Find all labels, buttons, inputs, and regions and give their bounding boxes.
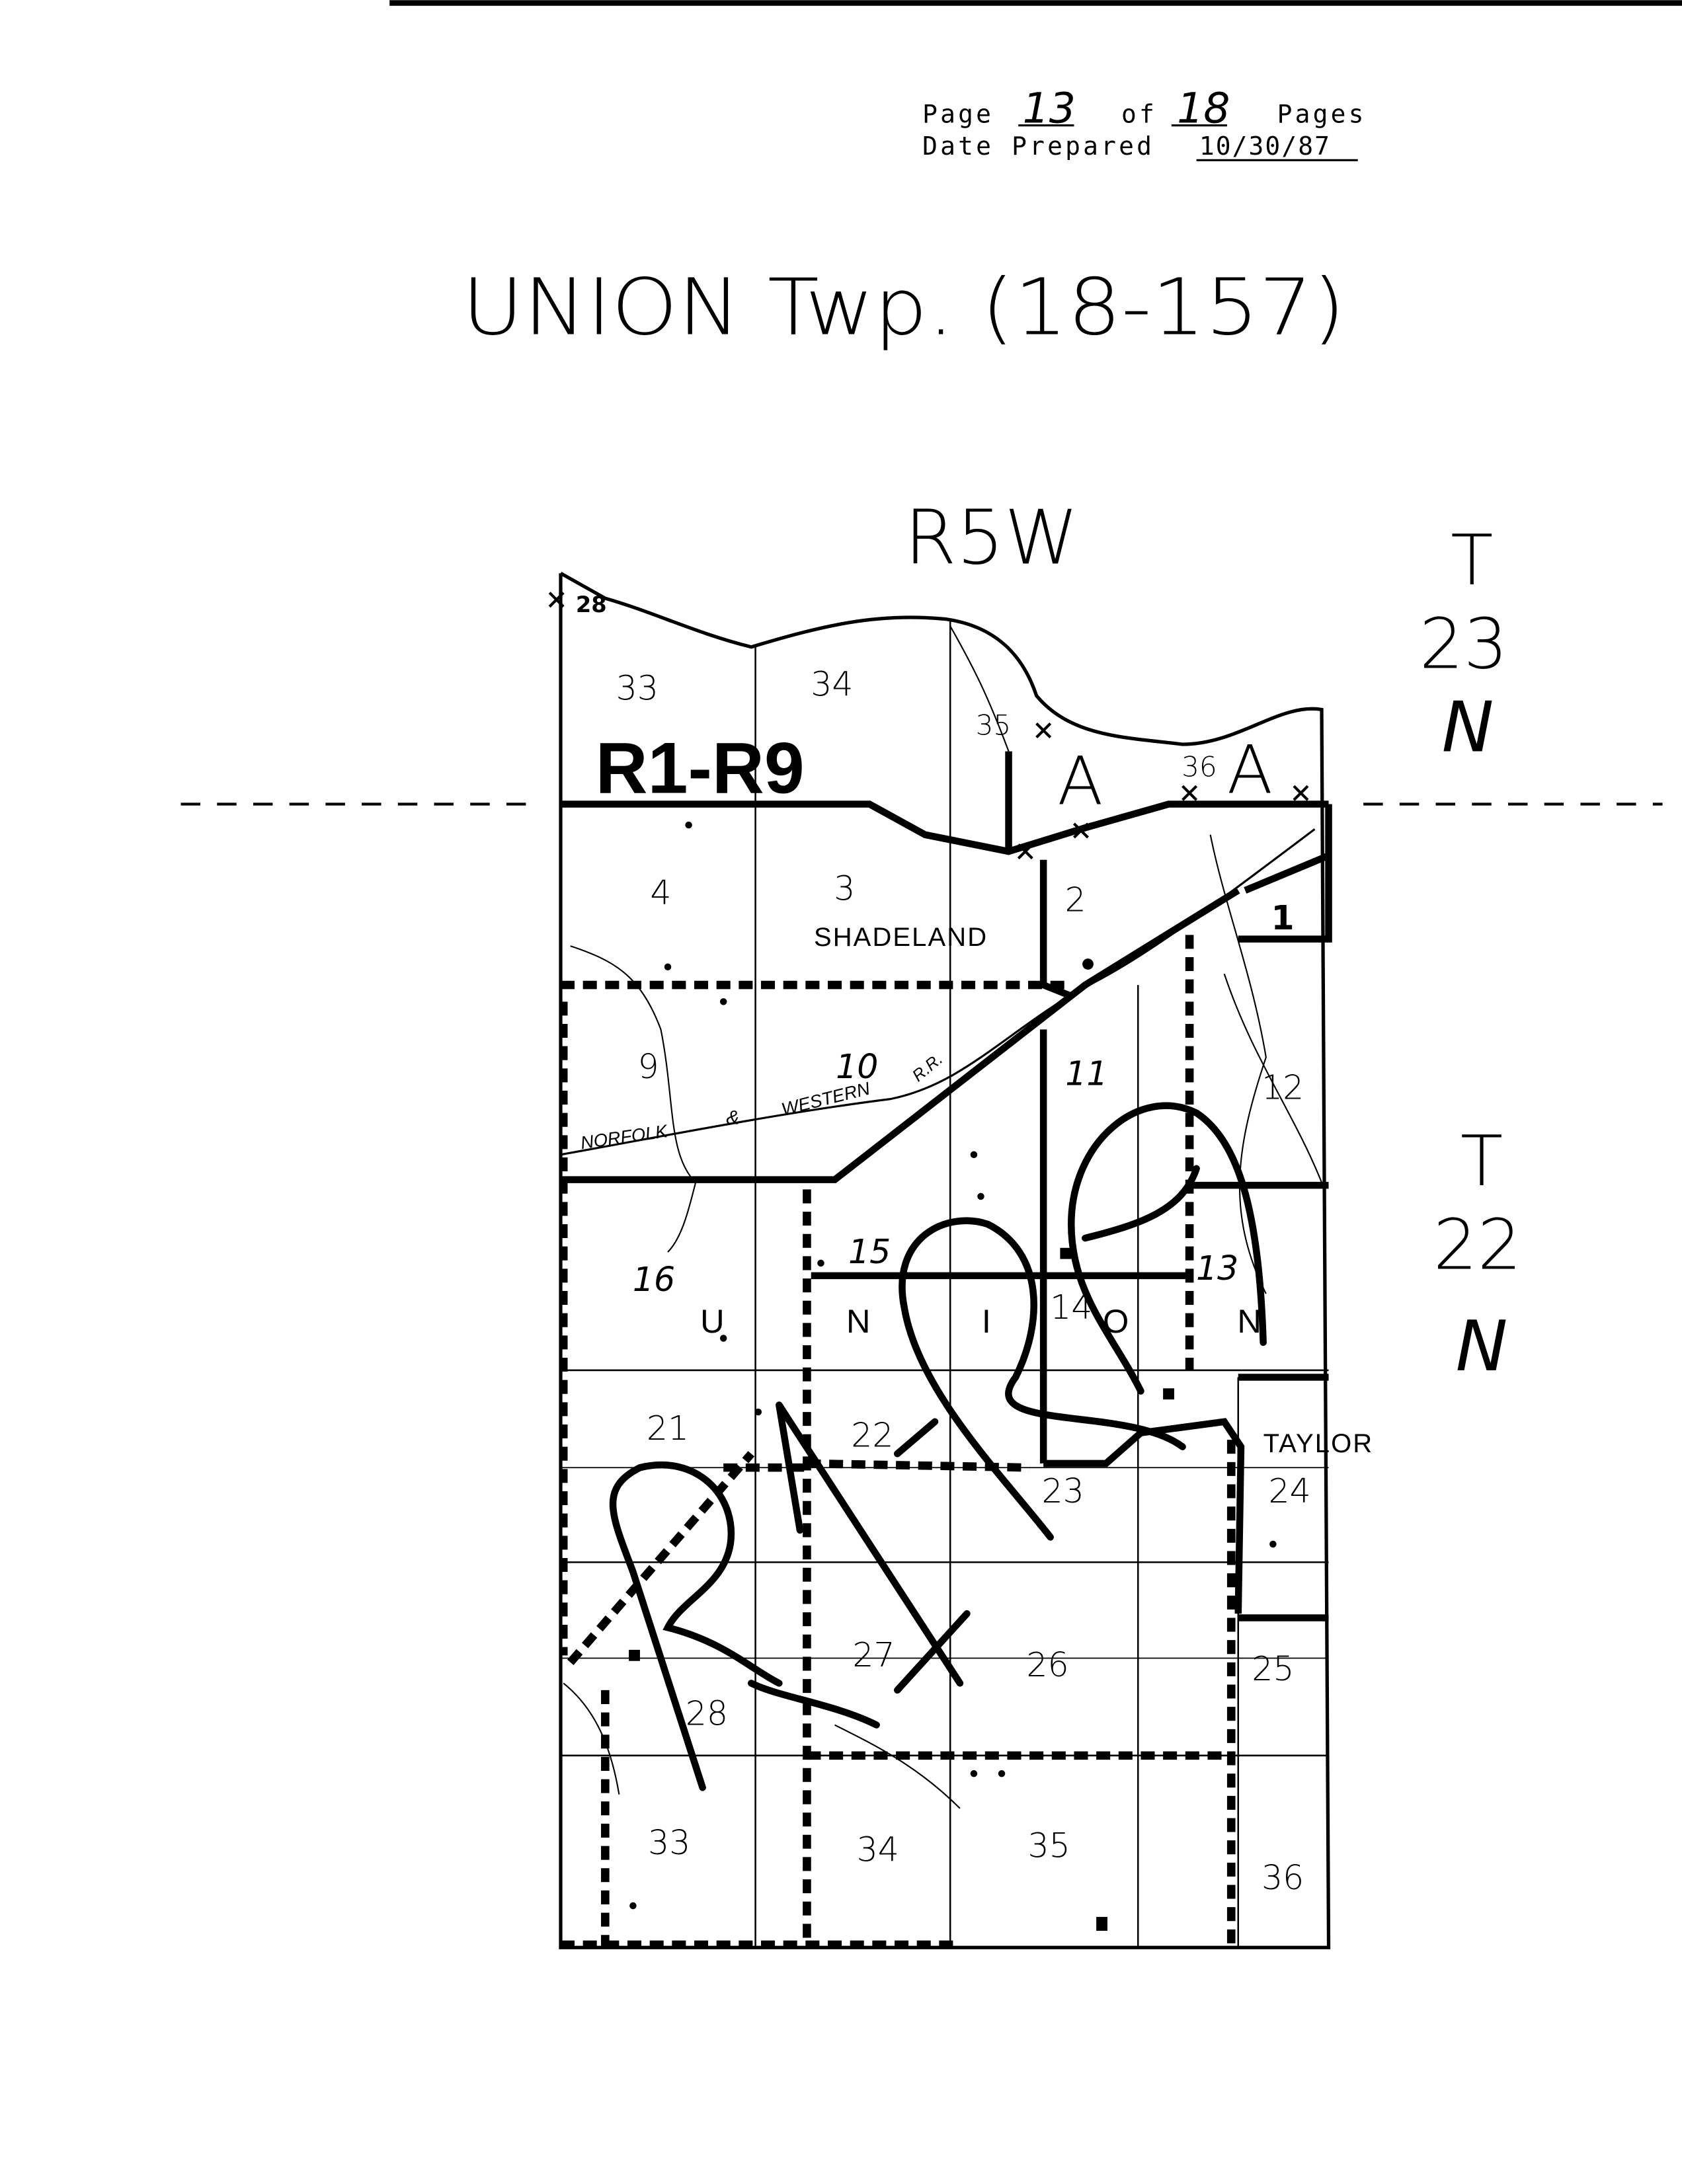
route-label: R1-R9 (596, 728, 805, 809)
svg-text:N: N (1456, 1306, 1508, 1387)
section-number: 33 (648, 1823, 690, 1862)
svg-text:N: N (1442, 687, 1494, 768)
section-number: 21 (647, 1409, 689, 1448)
section-number: 35 (976, 709, 1012, 741)
svg-text:N: N (846, 1302, 870, 1340)
section-number: 13 (1196, 1249, 1238, 1288)
section-number: 3 (834, 869, 855, 908)
shadeland-label: SHADELAND (814, 923, 988, 952)
pages-label: Pages (1277, 99, 1367, 128)
township-map (548, 571, 1332, 1949)
section-number: 12 (1262, 1068, 1304, 1107)
date-label: Date Prepared (922, 132, 1154, 161)
svg-text:I: I (982, 1302, 991, 1340)
map-boundary (559, 571, 1331, 1949)
section-number: 4 (650, 873, 671, 912)
section-number: 23 (1041, 1471, 1084, 1510)
section-number: 2 (1064, 880, 1086, 919)
date-value: 10/30/87 (1199, 132, 1331, 161)
svg-text:23: 23 (1420, 603, 1508, 684)
section-number: 33 (616, 669, 659, 708)
streams (563, 625, 1322, 1809)
svg-text:T: T (1451, 520, 1493, 601)
section-number: 16 (633, 1260, 675, 1299)
area-a-label: A (1057, 742, 1103, 820)
svg-text:22: 22 (1433, 1204, 1522, 1285)
section-number: 36 (1181, 750, 1217, 783)
section-number: 25 (1252, 1649, 1294, 1688)
area-a-label: A (1227, 731, 1273, 809)
section-numbers: 28 33 34 35 36 1 2 3 4 9 10 11 12 13 14 … (576, 592, 1311, 1897)
section-number: 11 (1065, 1054, 1107, 1093)
svg-text:N: N (1237, 1302, 1261, 1340)
section-number: 34 (857, 1830, 899, 1869)
building-markers (629, 821, 1277, 1931)
section-number: 28 (576, 592, 607, 617)
of-label: of (1121, 99, 1157, 128)
section-number: 24 (1268, 1471, 1310, 1510)
section-number: 22 (851, 1416, 893, 1455)
section-number: 10 (836, 1047, 878, 1086)
svg-text:O: O (1103, 1302, 1129, 1340)
township-title: UNION Twp. (18-157) (462, 262, 1345, 352)
railroad-and-label: & (726, 1107, 739, 1129)
range-label: R5W (904, 494, 1079, 582)
section-number: 26 (1026, 1645, 1068, 1684)
roads-solid (561, 751, 1332, 1621)
section-number: 34 (811, 664, 853, 703)
railroad (560, 828, 1316, 1156)
section-number: 9 (637, 1047, 659, 1086)
section-number: 15 (848, 1232, 891, 1271)
township-name-letters: U N I O N (700, 1302, 1262, 1340)
township-23n-label: T 23 N (1420, 520, 1508, 768)
section-number: 27 (852, 1635, 895, 1674)
handwritten-markings (609, 1102, 1267, 1791)
svg-text:U: U (700, 1302, 724, 1340)
section-number: 35 (1027, 1826, 1070, 1865)
section-number: 1 (1271, 898, 1295, 937)
page-label: Page (922, 99, 994, 128)
railroad-rr-label: R.R. (909, 1050, 947, 1085)
railroad-norfolk-label: NORFOLK (579, 1120, 670, 1153)
map-annotations: R1-R9 A A (596, 728, 1273, 820)
page-header: Page 13 of 18 Pages Date Prepared 10/30/… (922, 83, 1367, 161)
svg-text:T: T (1461, 1120, 1503, 1202)
section-number: 14 (1050, 1288, 1092, 1327)
taylor-label: TAYLOR (1263, 1429, 1374, 1458)
township-22n-label: T 22 N (1433, 1120, 1522, 1387)
x-marks (548, 592, 1309, 860)
section-number: 28 (686, 1694, 728, 1733)
section-number: 36 (1262, 1858, 1304, 1897)
